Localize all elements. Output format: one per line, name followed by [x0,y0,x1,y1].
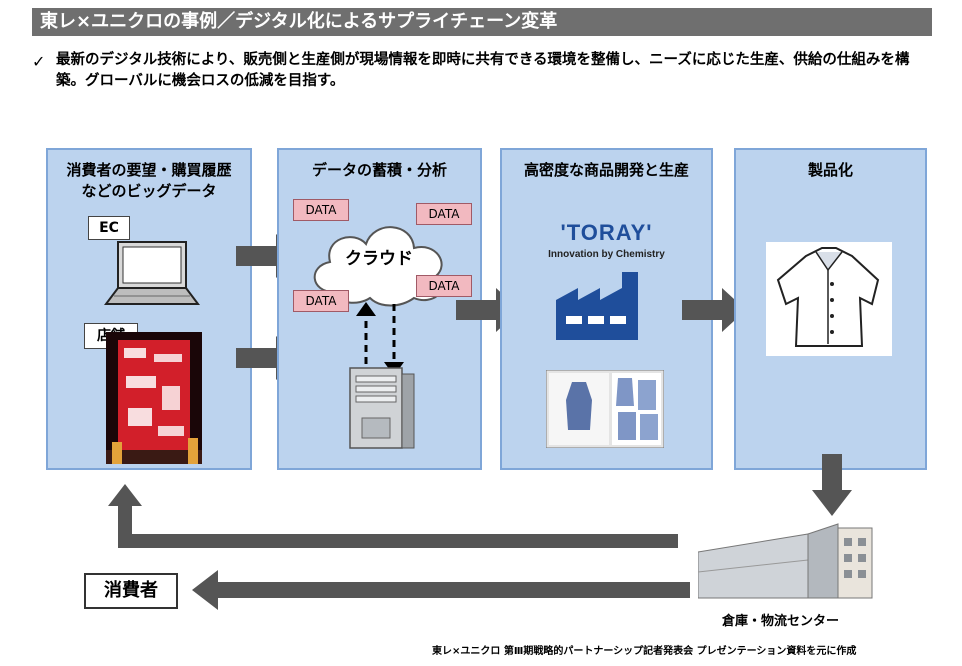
bullet-text: 最新のデジタル技術により、販売側と生産側が現場情報を即時に共有できる環境を整備し… [56,52,910,89]
laptop-icon [104,241,200,305]
data-tag: DATA [293,199,349,221]
panel-consumer-data-title-line1: 消費者の要望・購買履歴 [66,161,232,179]
arrow-development-to-product [682,288,746,332]
cad-design-screen [546,370,664,448]
store-building-photo [106,332,202,464]
panel-development-title: 高密度な商品開発と生産 [523,161,689,179]
toray-logo: 'TORAY' [560,220,653,245]
consumer-box: 消費者 [84,573,178,609]
panel-product-title: 製品化 [807,161,853,179]
server-icon [349,367,415,449]
arrow-product-to-warehouse [812,454,852,516]
cloud-label: クラウド [345,249,413,269]
toray-tagline: Innovation by Chemistry [548,249,665,260]
title-bar [32,8,932,36]
panel-analysis-title: データの蓄積・分析 [311,161,447,179]
page-title: 東レ×ユニクロの事例／デジタル化によるサプライチェーン変革 [40,11,558,32]
check-icon: ✓ [32,52,46,71]
panel-consumer-data-title: 消費者の要望・購買履歴 などのビッグデータ [46,160,252,202]
panel-consumer-data-title-line2: などのビッグデータ [81,182,217,200]
data-tag: DATA [293,290,349,312]
ec-label: EC [88,216,130,240]
footer-source: 東レ×ユニクロ 第Ⅲ期戦略的パートナーシップ記者発表会 プレゼンテーション資料を… [432,646,857,657]
cloud-icon [313,226,443,307]
warehouse-label: 倉庫・物流センター [722,614,840,629]
warehouse-building-photo [698,523,873,599]
data-tag: DATA [416,275,472,297]
data-tag: DATA [416,203,472,225]
shirt-photo [766,242,892,356]
factory-icon [556,272,638,340]
arrow-feedback-loop [108,484,678,548]
arrow-warehouse-to-consumer [192,570,690,610]
